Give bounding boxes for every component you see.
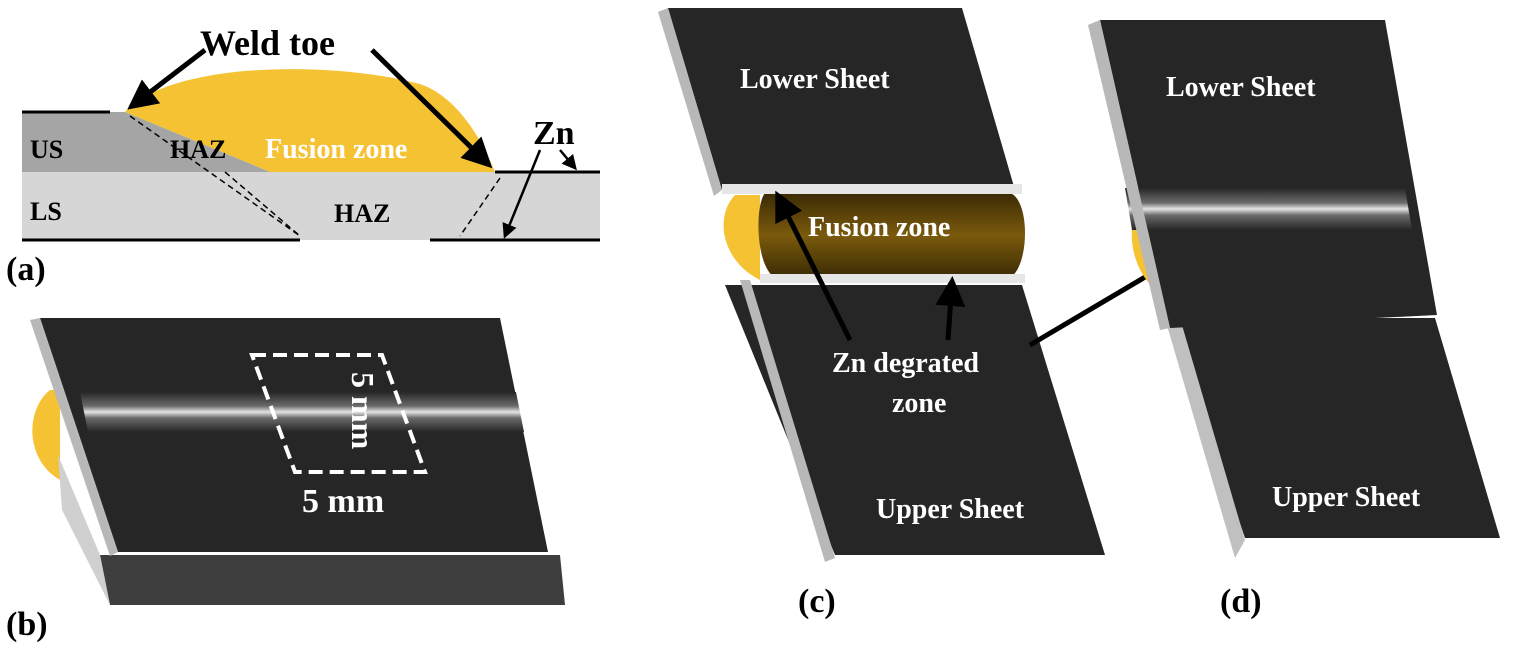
upper-sheet-c xyxy=(725,285,1105,555)
measurement-box xyxy=(249,353,428,474)
label-dim-vertical: 5 mm xyxy=(345,372,381,450)
upper-sheet-top xyxy=(40,318,548,552)
panel-b-sample xyxy=(30,318,565,605)
zn-arrow-c-left xyxy=(775,190,853,342)
zn-band-top xyxy=(722,184,1022,194)
label-fusion-zone-c: Fusion zone xyxy=(808,212,950,243)
lower-sheet-d xyxy=(1100,20,1437,328)
upper-sheet-d xyxy=(1170,318,1500,538)
lower-sheet-edge xyxy=(58,455,110,605)
lower-sheet-c xyxy=(668,8,1015,190)
lower-sheet-section xyxy=(22,172,600,240)
upper-sheet-glow xyxy=(80,392,524,432)
lower-sheet-c-edge xyxy=(658,8,722,196)
zn-arrow-bottom xyxy=(502,149,542,239)
label-weld-toe: Weld toe xyxy=(200,23,335,63)
panel-c-fractured xyxy=(658,8,1251,562)
weld-bead-side xyxy=(32,390,60,480)
label-us: US xyxy=(30,135,63,164)
label-dim-horizontal: 5 mm xyxy=(302,483,384,520)
label-zn-a: Zn xyxy=(533,115,575,152)
weld-toe-arrow-right xyxy=(370,48,493,169)
caption-d: (d) xyxy=(1220,583,1262,620)
label-ls: LS xyxy=(30,197,62,226)
upper-sheet-section xyxy=(22,112,270,172)
label-lower-sheet-c: Lower Sheet xyxy=(740,64,890,95)
label-haz-upper: HAZ xyxy=(170,135,226,164)
label-upper-sheet-d: Upper Sheet xyxy=(1272,482,1421,513)
zn-band-bottom xyxy=(760,274,1025,283)
panel-a-cross-section xyxy=(22,48,600,242)
label-haz-lower: HAZ xyxy=(334,199,390,228)
lower-sheet-block xyxy=(100,555,565,605)
upper-sheet-edge xyxy=(30,318,118,556)
panel-d-intact xyxy=(1088,20,1500,558)
label-fusion-zone-a: Fusion zone xyxy=(265,134,407,165)
weld-toe-arrow-left xyxy=(127,48,207,110)
caption-b: (b) xyxy=(6,606,48,643)
lower-sheet-d-edge xyxy=(1088,20,1170,330)
zn-arrow-c-mid xyxy=(935,276,966,341)
caption-a: (a) xyxy=(6,251,46,288)
weld-bead-c xyxy=(723,195,760,280)
upper-sheet-c-edge xyxy=(740,280,835,562)
lower-sheet-d-glow xyxy=(1125,188,1412,230)
caption-c: (c) xyxy=(798,583,836,620)
fusion-zone-body xyxy=(758,193,1025,278)
label-upper-sheet-c: Upper Sheet xyxy=(876,494,1025,525)
haz-boundaries xyxy=(129,115,501,237)
weld-bead xyxy=(125,69,495,172)
zn-arrow-top xyxy=(559,149,577,171)
label-zn-degraded-2: zone xyxy=(892,388,946,419)
label-lower-sheet-d: Lower Sheet xyxy=(1166,72,1316,103)
label-zn-degraded-1: Zn degrated xyxy=(832,348,979,379)
zn-coating-lines xyxy=(22,110,600,242)
